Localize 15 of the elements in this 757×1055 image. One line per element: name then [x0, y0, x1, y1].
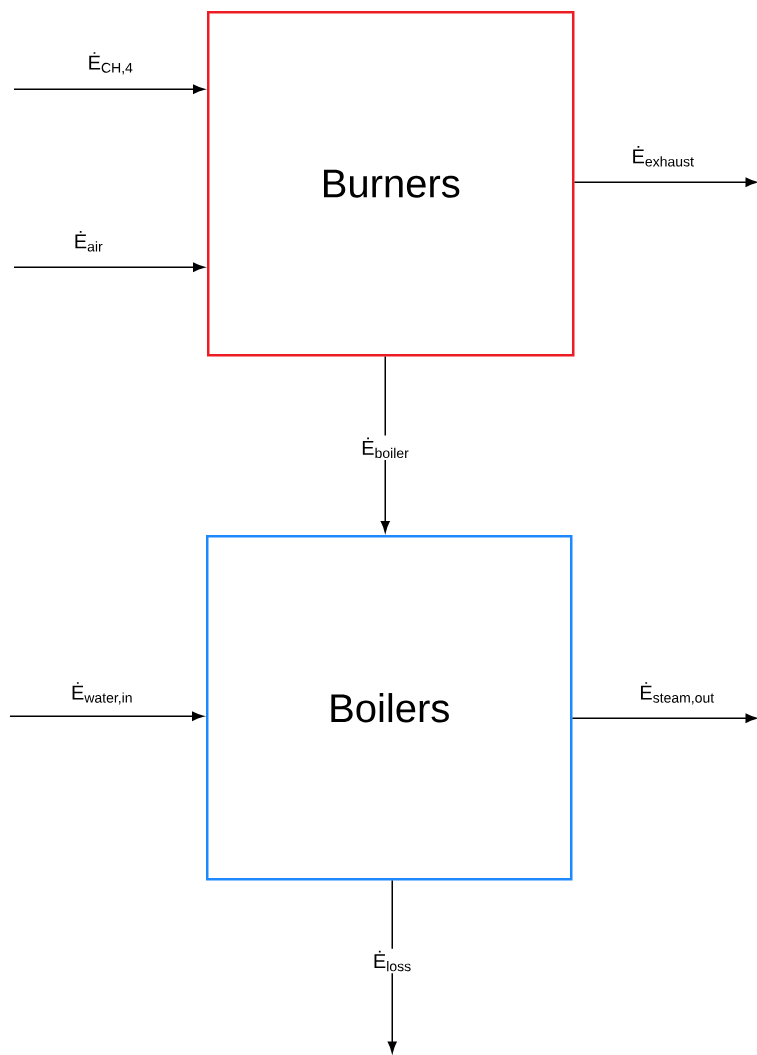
arrow	[9, 711, 204, 721]
edge-label: Ė$_{water,in}$	[72, 682, 132, 705]
process-box: Burners	[207, 11, 575, 357]
edge-label: Ė$_{loss}$	[370, 948, 414, 974]
process-box: Boilers	[206, 535, 573, 881]
edge-label: Ė$_{air}$	[75, 230, 103, 252]
arrow	[573, 177, 757, 187]
edge-label: Ė$_{boiler}$	[359, 435, 412, 461]
arrow	[380, 355, 390, 533]
arrow	[13, 262, 205, 272]
edge-label: Ė$_{CH,4}$	[89, 52, 133, 75]
arrow	[571, 713, 757, 723]
edge-label: Ė$_{steam,out}$	[641, 682, 715, 705]
edge-label: Ė$_{exhaust}$	[633, 145, 694, 167]
arrow	[13, 84, 205, 94]
